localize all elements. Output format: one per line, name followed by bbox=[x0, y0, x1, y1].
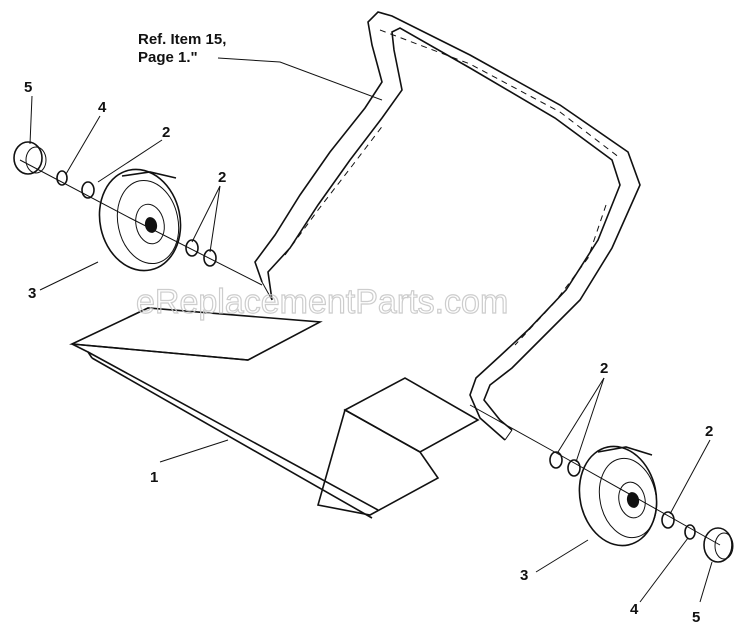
callout-5-right: 5 bbox=[692, 609, 700, 626]
reference-line-2: Page 1." bbox=[138, 49, 198, 66]
hub-caps bbox=[13, 141, 734, 563]
callout-2-right-outer: 2 bbox=[705, 423, 713, 440]
left-wheel bbox=[98, 168, 182, 272]
callout-3-left: 3 bbox=[28, 285, 36, 302]
right-wheel bbox=[578, 445, 658, 547]
leader-lines bbox=[29, 57, 713, 603]
callout-4-right: 4 bbox=[630, 601, 639, 618]
reference-line-1: Ref. Item 15, bbox=[138, 31, 226, 48]
callout-4-left: 4 bbox=[98, 99, 107, 116]
handle-frame bbox=[254, 11, 641, 441]
callout-2-left-inner: 2 bbox=[218, 169, 226, 186]
callout-2-right-inner: 2 bbox=[600, 360, 608, 377]
callout-5-left: 5 bbox=[24, 79, 32, 96]
axle-lines bbox=[19, 159, 721, 546]
washers bbox=[56, 170, 696, 540]
watermark-text: eReplacementParts.com bbox=[136, 283, 508, 321]
callout-3-right: 3 bbox=[520, 567, 528, 584]
callout-2-left-outer: 2 bbox=[162, 124, 170, 141]
callout-1: 1 bbox=[150, 469, 158, 486]
deck-plate bbox=[69, 307, 480, 519]
